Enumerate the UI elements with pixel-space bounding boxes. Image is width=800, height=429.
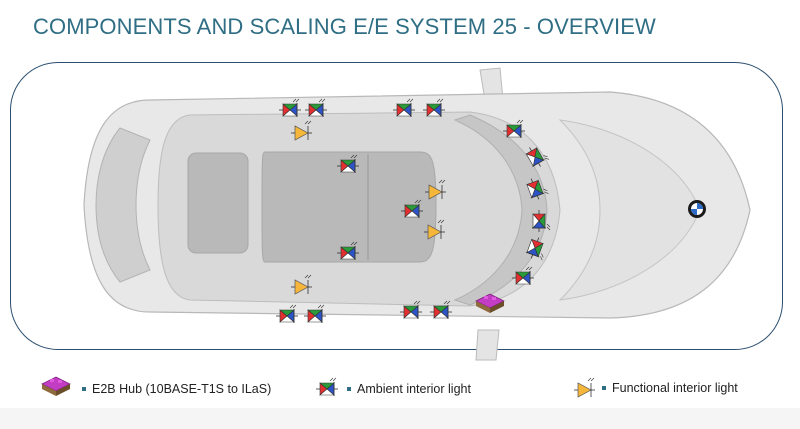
footer-bar bbox=[0, 408, 800, 429]
legend-ambient: Ambient interior light bbox=[343, 382, 471, 396]
page-title: COMPONENTS AND SCALING E/E SYSTEM 25 - O… bbox=[33, 14, 656, 39]
diagram-frame bbox=[10, 62, 783, 350]
e2b-hub-icon bbox=[41, 376, 71, 397]
legend-ambient-label: Ambient interior light bbox=[357, 382, 471, 396]
legend-bullet bbox=[602, 386, 606, 390]
functional-light-icon bbox=[573, 377, 596, 398]
legend-hub-label: E2B Hub (10BASE-T1S to ILaS) bbox=[92, 382, 272, 396]
legend-hub: E2B Hub (10BASE-T1S to ILaS) bbox=[78, 382, 271, 396]
legend-functional-label: Functional interior light bbox=[612, 381, 738, 395]
legend-bullet bbox=[82, 387, 86, 391]
legend-functional: Functional interior light bbox=[598, 381, 738, 395]
legend-bullet bbox=[347, 387, 351, 391]
ambient-light-icon bbox=[315, 377, 339, 397]
